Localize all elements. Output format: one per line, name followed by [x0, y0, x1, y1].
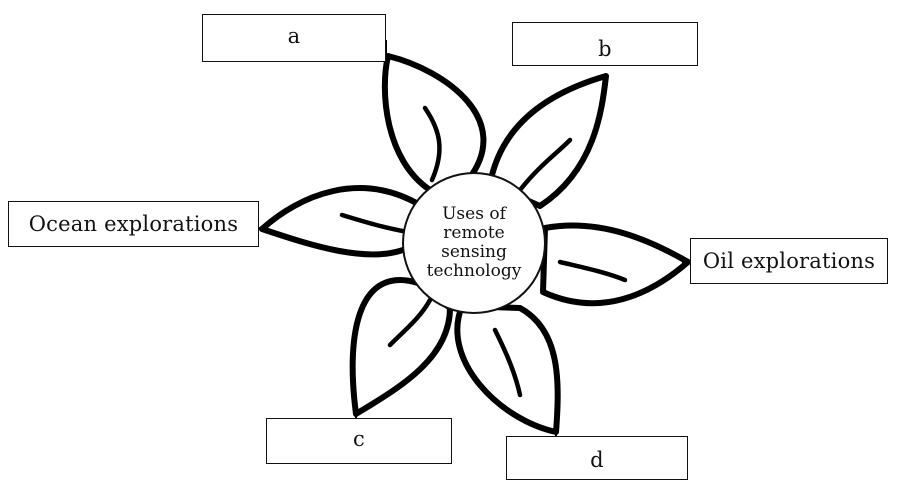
label-box-c: c	[266, 418, 452, 464]
label-b-text: b	[598, 37, 612, 61]
label-oil-text: Oil explorations	[703, 249, 875, 273]
label-box-d: d	[506, 436, 688, 480]
center-circle: Uses of remote sensing technology	[402, 172, 546, 314]
label-ocean-text: Ocean explorations	[29, 212, 238, 236]
label-d-text: d	[590, 448, 604, 472]
connector-ocean	[259, 228, 268, 229]
vein-b	[520, 140, 570, 190]
label-box-b: b	[512, 22, 698, 66]
vein-c	[390, 300, 430, 345]
center-label-line-2: remote	[443, 224, 504, 243]
label-box-ocean-explorations: Ocean explorations	[8, 201, 259, 247]
vein-ocean	[342, 215, 408, 232]
vein-oil	[560, 262, 625, 280]
label-box-oil-explorations: Oil explorations	[690, 238, 888, 284]
center-label-line-1: Uses of	[442, 205, 506, 224]
petal-d	[457, 306, 557, 432]
vein-a	[425, 108, 439, 180]
center-label-line-3: sensing	[441, 243, 507, 262]
label-c-text: c	[353, 427, 365, 451]
label-a-text: a	[288, 24, 301, 48]
label-box-a: a	[202, 14, 386, 62]
center-label-line-4: technology	[427, 262, 522, 281]
petal-ocean	[262, 188, 420, 254]
vein-d	[495, 330, 520, 395]
